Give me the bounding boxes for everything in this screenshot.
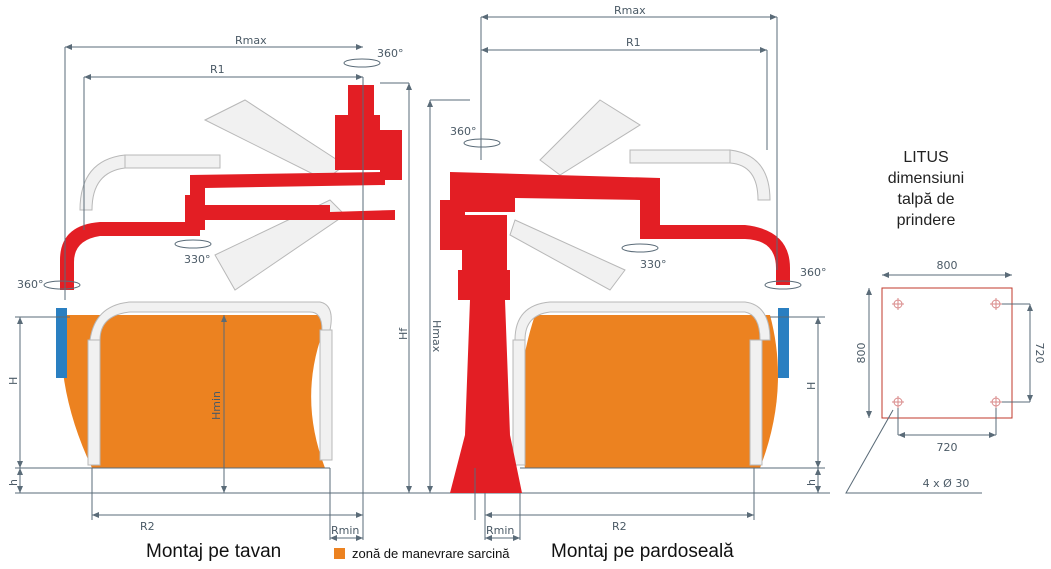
r2-label-left: R2 [140,520,155,533]
mounting-holes [892,298,1002,408]
h-upper-label-right: H [805,382,818,390]
hmax-label: Hmax [430,320,443,353]
rotation-end-label-right: 360° [800,266,827,279]
arm-joint [185,195,205,230]
rotation-top-label-left: 360° [377,47,404,60]
base-plate-drawing: LITUS dimensiuni talpă de prindere 800 8… [845,149,1046,494]
ghost-arm-upper-right [539,99,641,176]
rmin-label-left: Rmin [331,524,359,537]
hole-spacing-x-label: 720 [937,441,958,454]
column-head [335,115,380,170]
ghost-leg-1 [87,339,101,466]
ghost-leg-4 [749,339,763,466]
h-lower-label-left: h [7,479,20,486]
ghost-leg-2 [319,329,333,461]
rotation-end-label-left: 360° [17,278,44,291]
ghost-pipe [124,154,221,169]
load-zone-left [60,315,331,468]
red-end-pipe [60,222,200,290]
hmin-label: Hmin [210,391,223,420]
ghost-pipe-right [629,149,731,164]
plate-width-label: 800 [937,259,958,272]
blue-hose-left [56,308,67,378]
ghost-arm-upper [203,99,346,181]
load-zone-right [519,315,778,468]
plate-title-line-1: LITUS [903,149,948,166]
hole-spacing-y-label: 720 [1033,343,1046,364]
blue-hose-right [778,308,789,378]
red-end-pipe-right [640,225,790,285]
plate-title-line-3: talpă de [898,191,955,208]
hf-label: Hf [397,327,410,340]
ghost-elbow-right [729,149,771,201]
ceiling-flange [348,85,374,115]
rmin-label-right: Rmin [486,524,514,537]
plate-title-line-2: dimensiuni [888,170,964,187]
plate-title-line-4: prindere [897,212,956,229]
floor-mount-drawing: Rmax R1 360° 330° 360° Hmax H h R2 Rmin [427,4,827,541]
ceiling-mount-drawing: Rmax R1 360° 330° 360° Hf Hmin H h R2 Rm… [7,34,412,541]
plate-height-label: 800 [855,343,868,364]
parallel-arm [190,172,395,220]
rotation-mid-label-right: 330° [640,258,667,271]
parallel-arm-right [450,172,660,238]
h-lower-label-right: h [805,479,818,486]
column-top-right [458,270,510,300]
r1-label-left: R1 [210,63,225,76]
column-head-right [462,215,507,270]
ghost-arm-lower-right [509,219,626,291]
holes-spec-label: 4 x Ø 30 [923,477,970,490]
base-plate-outline [881,287,1013,419]
caption-ceiling-mount: Montaj pe tavan [146,541,282,562]
motor-box [380,130,402,180]
floor-column [450,300,522,493]
legend-label-load-zone: zonă de manevrare sarcină [352,546,510,561]
ghost-leg-3 [512,339,526,466]
ghost-elbow [79,154,126,211]
r1-label-right: R1 [626,36,641,49]
h-upper-label-left: H [7,377,20,385]
rotation-mid-label-left: 330° [184,253,211,266]
rotation-top-label-right: 360° [450,125,477,138]
legend-swatch-load-zone [334,548,345,559]
caption-floor-mount: Montaj pe pardoseală [551,541,734,562]
r2-label-right: R2 [612,520,627,533]
rmax-label-left: Rmax [235,34,267,47]
rmax-label-right: Rmax [614,4,646,17]
